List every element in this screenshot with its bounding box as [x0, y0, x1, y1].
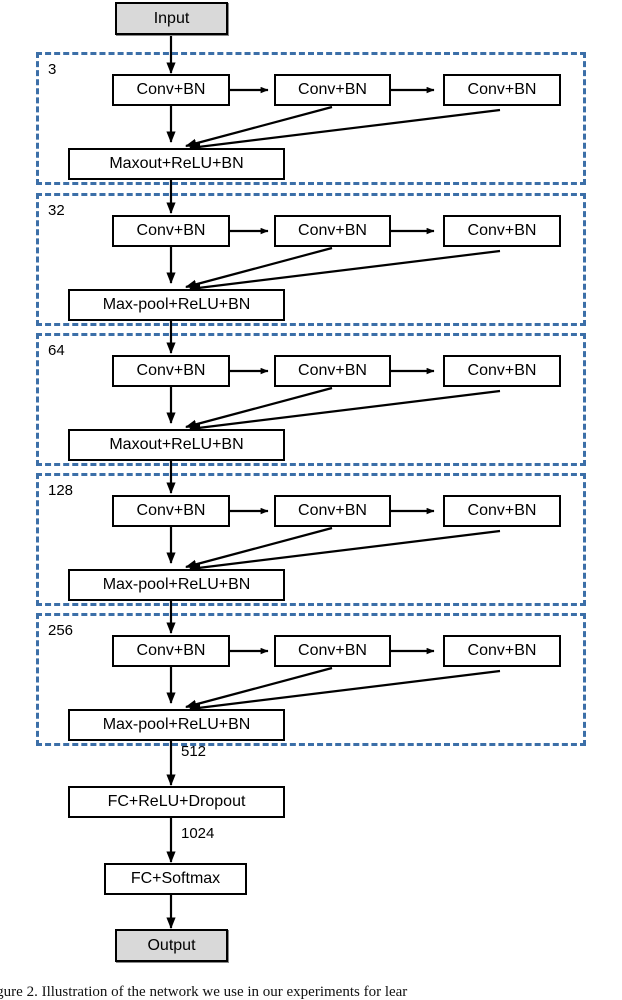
node-b3-conv1-label: Conv+BN — [136, 362, 206, 379]
node-b1-conv1-label: Conv+BN — [136, 81, 206, 98]
block-channel-label-3: 3 — [48, 61, 57, 78]
node-b5-conv3[interactable]: Conv+BN — [443, 635, 561, 667]
edge-label-512: 512 — [181, 743, 207, 760]
node-b1-conv3[interactable]: Conv+BN — [443, 74, 561, 106]
block-channel-label-256: 256 — [48, 622, 74, 639]
node-b4-conv1-label: Conv+BN — [136, 502, 206, 519]
node-b2-conv3-label: Conv+BN — [467, 222, 537, 239]
block-channel-label-128: 128 — [48, 482, 74, 499]
node-fc1-label: FC+ReLU+Dropout — [107, 793, 246, 810]
block-channel-label-32: 32 — [48, 202, 65, 219]
block-channel-label-64: 64 — [48, 342, 65, 359]
node-b2-merge-label: Max-pool+ReLU+BN — [102, 296, 251, 313]
node-b1-conv2[interactable]: Conv+BN — [274, 74, 391, 106]
node-b5-merge[interactable]: Max-pool+ReLU+BN — [68, 709, 285, 741]
node-b5-merge-label: Max-pool+ReLU+BN — [102, 716, 251, 733]
node-b2-conv2-label: Conv+BN — [298, 222, 367, 239]
node-output-label: Output — [147, 936, 196, 954]
node-b1-conv1[interactable]: Conv+BN — [112, 74, 230, 106]
node-b3-conv2[interactable]: Conv+BN — [274, 355, 391, 387]
node-b2-conv3[interactable]: Conv+BN — [443, 215, 561, 247]
node-fc1[interactable]: FC+ReLU+Dropout — [68, 786, 285, 818]
node-b1-merge-label: Maxout+ReLU+BN — [109, 155, 244, 172]
node-b4-merge[interactable]: Max-pool+ReLU+BN — [68, 569, 285, 601]
node-b4-conv1[interactable]: Conv+BN — [112, 495, 230, 527]
node-b1-conv3-label: Conv+BN — [467, 81, 537, 98]
node-fc2[interactable]: FC+Softmax — [104, 863, 247, 895]
node-b4-conv3[interactable]: Conv+BN — [443, 495, 561, 527]
node-b3-conv3[interactable]: Conv+BN — [443, 355, 561, 387]
node-b1-merge[interactable]: Maxout+ReLU+BN — [68, 148, 285, 180]
edge-label-1024: 1024 — [181, 825, 215, 842]
node-b5-conv1-label: Conv+BN — [136, 642, 206, 659]
node-b5-conv2[interactable]: Conv+BN — [274, 635, 391, 667]
node-input-label: Input — [153, 9, 190, 27]
node-b3-merge[interactable]: Maxout+ReLU+BN — [68, 429, 285, 461]
node-b5-conv1[interactable]: Conv+BN — [112, 635, 230, 667]
node-b4-conv2[interactable]: Conv+BN — [274, 495, 391, 527]
node-output[interactable]: Output — [115, 929, 228, 962]
node-b2-conv2[interactable]: Conv+BN — [274, 215, 391, 247]
node-b4-merge-label: Max-pool+ReLU+BN — [102, 576, 251, 593]
node-b1-conv2-label: Conv+BN — [298, 81, 367, 98]
node-b2-conv1-label: Conv+BN — [136, 222, 206, 239]
node-b3-conv3-label: Conv+BN — [467, 362, 537, 379]
node-input[interactable]: Input — [115, 2, 228, 35]
node-b4-conv2-label: Conv+BN — [298, 502, 367, 519]
node-b4-conv3-label: Conv+BN — [467, 502, 537, 519]
node-b3-merge-label: Maxout+ReLU+BN — [109, 436, 244, 453]
node-b3-conv2-label: Conv+BN — [298, 362, 367, 379]
node-b5-conv2-label: Conv+BN — [298, 642, 367, 659]
node-b5-conv3-label: Conv+BN — [467, 642, 537, 659]
node-b3-conv1[interactable]: Conv+BN — [112, 355, 230, 387]
node-b2-conv1[interactable]: Conv+BN — [112, 215, 230, 247]
node-b2-merge[interactable]: Max-pool+ReLU+BN — [68, 289, 285, 321]
figure-caption: igure 2. Illustration of the network we … — [0, 984, 408, 1000]
node-fc2-label: FC+Softmax — [130, 870, 221, 887]
